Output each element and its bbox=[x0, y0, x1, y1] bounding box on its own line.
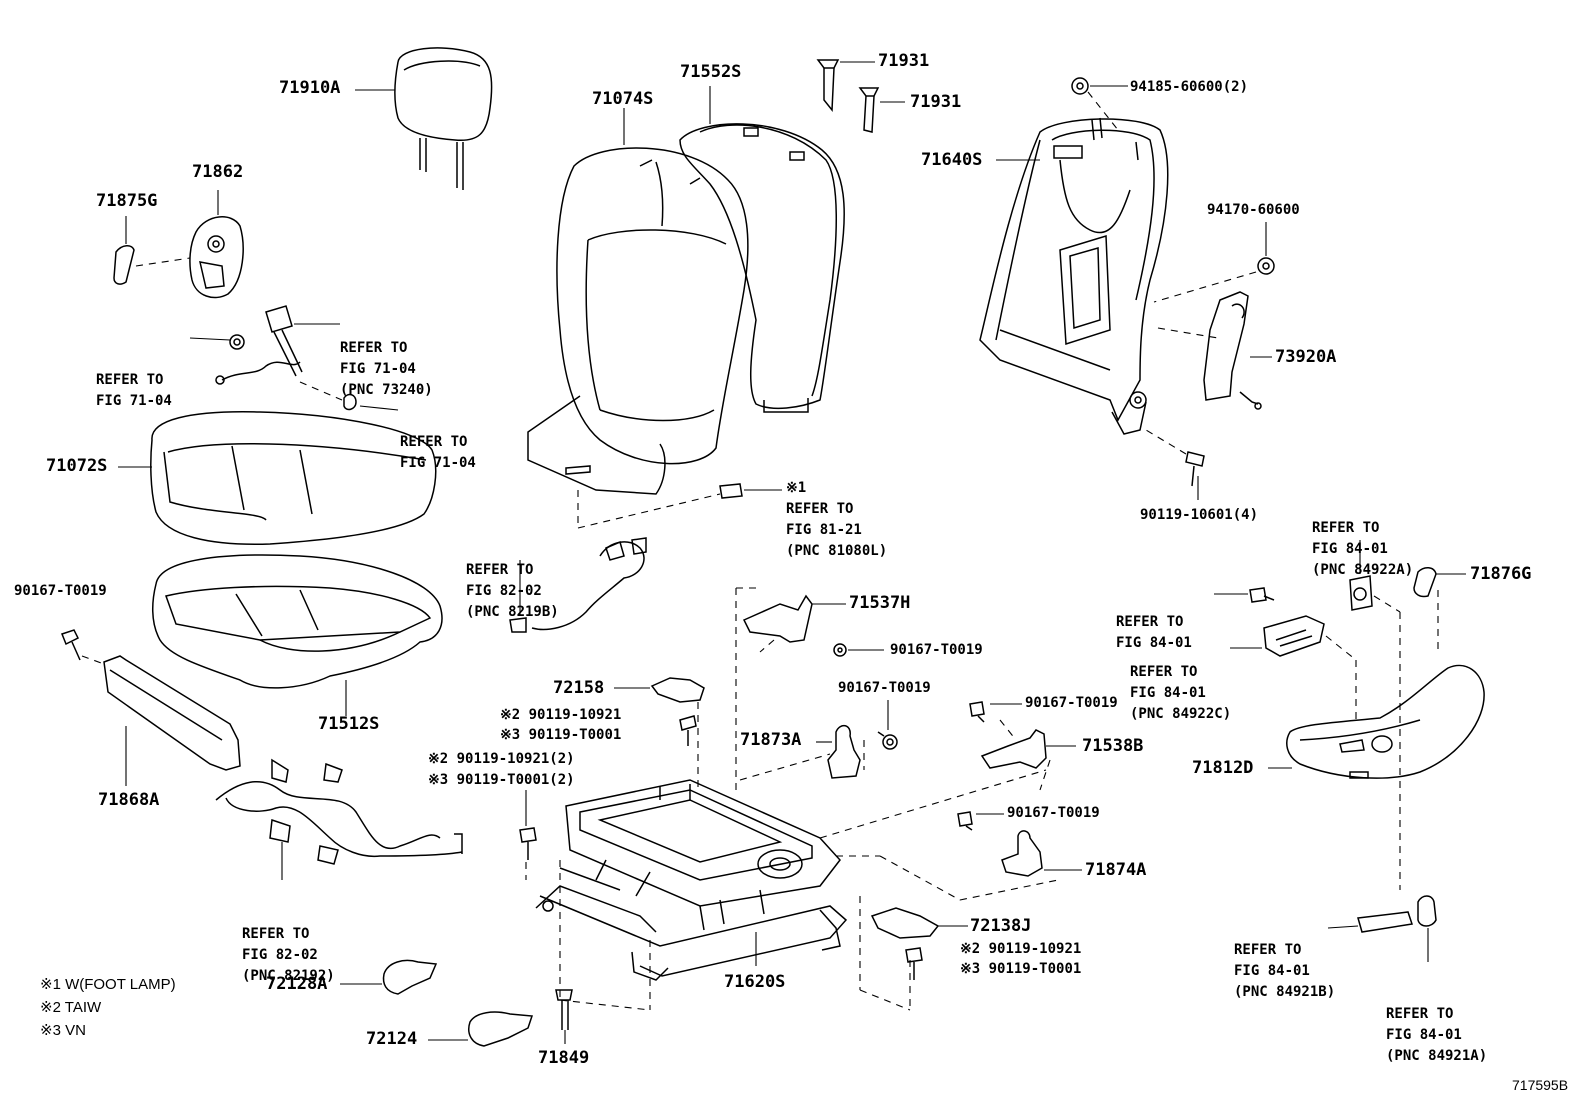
adjust-knobs bbox=[1327, 895, 1437, 962]
callout-71862: 71862 bbox=[192, 162, 244, 182]
seat-adjuster bbox=[535, 779, 848, 981]
callout-94185-60600: 94185-60600(2) bbox=[1130, 79, 1249, 95]
seatback-frame bbox=[979, 91, 1169, 435]
legend-note-1: ※1 W(FOOT LAMP) bbox=[40, 976, 176, 993]
callout-71874A: 71874A bbox=[1085, 860, 1147, 880]
bracket-71873A bbox=[816, 700, 898, 779]
wire-harness-1 bbox=[215, 758, 463, 880]
callout-71640S: 71640S bbox=[921, 150, 983, 170]
bolt-note-vn-3: ※3 90119-T0001 bbox=[960, 961, 1082, 977]
seatback-pad bbox=[679, 86, 845, 413]
callout-72128A: 72128A bbox=[266, 974, 328, 994]
callout-71875G: 71875G bbox=[96, 191, 158, 211]
callout-94170-60600: 94170-60600 bbox=[1207, 202, 1300, 218]
callout-71876G: 71876G bbox=[1470, 564, 1532, 584]
callout-71512S: 71512S bbox=[318, 714, 380, 734]
cushion-shield bbox=[61, 629, 241, 786]
callout-71537H: 71537H bbox=[849, 593, 911, 613]
callout-90167-T0019-left: 90167-T0019 bbox=[14, 583, 107, 599]
callout-71812D: 71812D bbox=[1192, 758, 1254, 778]
seat-side-cover bbox=[1268, 664, 1485, 779]
bolt-note-taiw-1: ※2 90119-10921 bbox=[500, 707, 622, 723]
callout-72158: 72158 bbox=[553, 678, 605, 698]
callout-90167-T0019-d: 90167-T0019 bbox=[1007, 805, 1100, 821]
headrest-supports bbox=[816, 59, 905, 133]
foot-lamp-connector bbox=[577, 483, 782, 529]
cushion-pad bbox=[152, 554, 443, 716]
callout-90167-T0019-b: 90167-T0019 bbox=[838, 680, 931, 696]
adjuster-bolt bbox=[519, 790, 537, 860]
callout-71620S: 71620S bbox=[724, 972, 786, 992]
callout-71849: 71849 bbox=[538, 1048, 590, 1068]
callout-71868A: 71868A bbox=[98, 790, 160, 810]
callout-90167-T0019-a: 90167-T0019 bbox=[890, 642, 983, 658]
cushion-cover bbox=[118, 410, 437, 545]
callout-71072S: 71072S bbox=[46, 456, 108, 476]
clip-72138J bbox=[870, 907, 968, 980]
bolt-note-vn-2: ※3 90119-T0001(2) bbox=[428, 772, 575, 788]
callout-71873A: 71873A bbox=[740, 730, 802, 750]
legend-note-3: ※3 VN bbox=[40, 1022, 86, 1039]
callout-72138J: 72138J bbox=[970, 916, 1032, 936]
belt-buckle bbox=[189, 305, 399, 411]
callout-71538B: 71538B bbox=[1082, 736, 1144, 756]
bolt-note-taiw-2: ※2 90119-10921(2) bbox=[428, 751, 575, 767]
callout-71552S: 71552S bbox=[680, 62, 742, 82]
callout-71074S: 71074S bbox=[592, 89, 654, 109]
callout-90119-10601: 90119-10601(4) bbox=[1140, 507, 1259, 523]
recliner-cover bbox=[113, 190, 244, 299]
bolt-note-taiw-3: ※2 90119-10921 bbox=[960, 941, 1082, 957]
bracket-71537H bbox=[742, 594, 884, 657]
callout-73920A: 73920A bbox=[1275, 347, 1337, 367]
callout-71910A: 71910A bbox=[279, 78, 341, 98]
dashed-guides bbox=[525, 587, 1059, 1011]
callout-71931-lower: 71931 bbox=[910, 92, 962, 112]
wire-harness-2 bbox=[509, 537, 647, 633]
frame-nuts bbox=[1071, 77, 1275, 500]
callout-72124: 72124 bbox=[366, 1029, 418, 1049]
headrest bbox=[355, 47, 493, 190]
bolt-note-vn-1: ※3 90119-T0001 bbox=[500, 727, 622, 743]
clip-72158 bbox=[614, 677, 705, 746]
seatback-cover bbox=[527, 108, 749, 495]
figure-number: 717595B bbox=[1512, 1077, 1569, 1093]
callout-71931-upper: 71931 bbox=[878, 51, 930, 71]
leg-covers bbox=[340, 959, 573, 1047]
power-seat-switches bbox=[1214, 540, 1466, 890]
side-cover bbox=[1157, 291, 1272, 410]
bracket-71874A bbox=[957, 811, 1082, 877]
bracket-71538B bbox=[969, 701, 1076, 769]
legend-note-2: ※2 TAIW bbox=[40, 999, 102, 1016]
callout-90167-T0019-c: 90167-T0019 bbox=[1025, 695, 1118, 711]
